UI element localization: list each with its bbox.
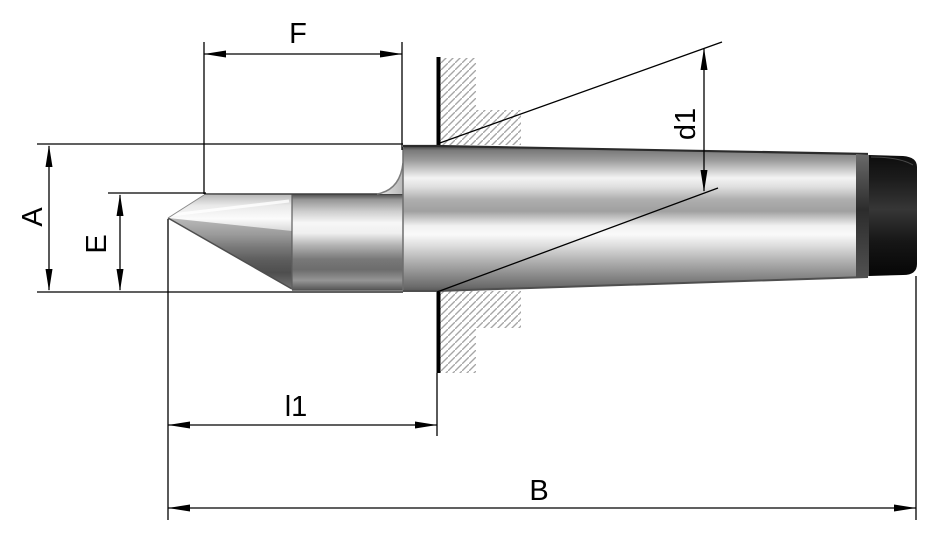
arrow-B-right [894, 504, 916, 512]
ext-line-d1-top [436, 41, 723, 145]
tang-cap-highlight [870, 156, 914, 166]
dimension-E: E [81, 192, 206, 291]
tang-cap [869, 155, 917, 276]
dim-label-l1: l1 [285, 391, 308, 423]
section-hatch-lower [436, 290, 521, 373]
hatch-area-upper [437, 58, 521, 145]
arrow-B-left [168, 504, 190, 512]
arrow-d1-bottom [700, 170, 708, 192]
dim-label-E: E [81, 234, 113, 253]
fillet [377, 163, 403, 194]
shank-cylinder [292, 194, 403, 290]
arrow-A-top [45, 145, 53, 167]
arrow-E-bottom [116, 269, 124, 291]
dimension-B: B [168, 276, 917, 520]
dim-label-d1: d1 [670, 108, 702, 140]
point-cone-bottom-edge [167, 217, 293, 290]
hatch-area-lower [437, 291, 521, 373]
section-hatch-upper [436, 57, 521, 146]
point-cone-top-edge [167, 194, 205, 219]
dimension-l1: l1 [167, 219, 438, 520]
point-cone-highlight [170, 199, 290, 217]
dimension-d1: d1 [436, 41, 723, 293]
dim-label-F: F [289, 18, 307, 50]
neck-band [856, 154, 869, 278]
arrow-d1-top [700, 48, 708, 70]
arrow-A-bottom [45, 269, 53, 291]
body-bottom-edge [403, 276, 869, 292]
dim-label-A: A [17, 207, 49, 227]
arrow-l1-left [168, 421, 190, 429]
arrow-F-left [204, 50, 226, 58]
point-cone [168, 194, 292, 289]
arrow-E-top [116, 194, 124, 216]
ext-line-d1-bottom [436, 187, 719, 293]
dimension-A: A [17, 143, 403, 293]
arrow-F-right [380, 50, 402, 58]
dead-center-part [167, 144, 917, 292]
dimension-F: F [203, 18, 403, 194]
body-top-edge [403, 144, 869, 156]
arrow-l1-right [415, 421, 437, 429]
dim-label-B: B [529, 475, 548, 507]
